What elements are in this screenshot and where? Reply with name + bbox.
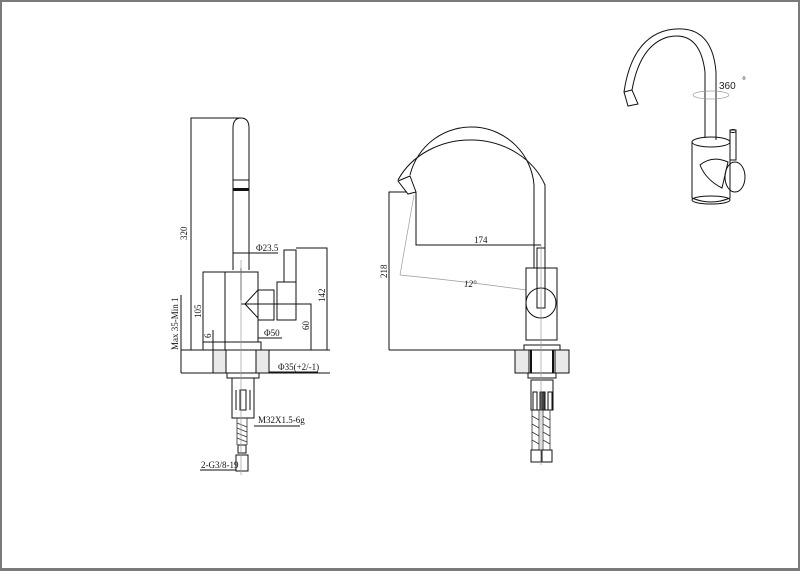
- perspective-spout-outer: [631, 35, 706, 138]
- counter-section-left: [212, 349, 227, 374]
- dim-spout-angle: 12°: [464, 279, 477, 289]
- perspective-view: 360 °: [623, 28, 746, 205]
- dim-height-320: 320: [179, 226, 189, 240]
- dim-thread: M32X1.5-6g: [258, 415, 305, 425]
- dim-spout-height: 218: [379, 264, 389, 278]
- spout-outer: [409, 126, 535, 268]
- spout-inner: [397, 139, 546, 268]
- aerator-band: [233, 188, 249, 191]
- dim-mount-range: Max 35-Min 1: [170, 298, 180, 351]
- counter-section-right: [255, 349, 270, 374]
- perspective-spout-tip: [623, 89, 639, 107]
- hose-connector: [235, 454, 249, 472]
- perspective-lever: [729, 129, 737, 161]
- rotation-unit: °: [742, 76, 746, 87]
- spout-tube: [232, 117, 250, 270]
- dim-spout-diameter: Φ23.5: [256, 243, 279, 253]
- dim-spout-reach: 174: [474, 235, 488, 245]
- perspective-handle: [724, 161, 746, 193]
- dim-body-105: 105: [193, 304, 203, 318]
- dim-hose-connection: 2-G3/8-19: [201, 460, 239, 470]
- mounting-nut: [231, 377, 255, 419]
- faucet-body: [202, 271, 259, 343]
- dim-handle-142: 142: [317, 289, 327, 303]
- rotation-ellipse: [692, 90, 730, 100]
- handle-lever: [283, 249, 297, 282]
- dim-body-diameter: Φ50: [264, 328, 280, 338]
- handle-knob: [276, 281, 297, 321]
- front-view: 218 174 12°: [379, 126, 570, 465]
- dim-offset-6: 6: [203, 333, 213, 338]
- front-body: [525, 267, 558, 341]
- perspective-body: [691, 142, 731, 203]
- dim-hole-diameter: Φ35(+2/-1): [278, 362, 319, 372]
- side-view: 320 Φ23.5 142 60 105 Max 35-Min 1 6 Φ50: [170, 117, 330, 475]
- dim-handle-60: 60: [301, 321, 311, 331]
- rotation-label: 360: [719, 81, 736, 92]
- spout-tip: [397, 175, 417, 195]
